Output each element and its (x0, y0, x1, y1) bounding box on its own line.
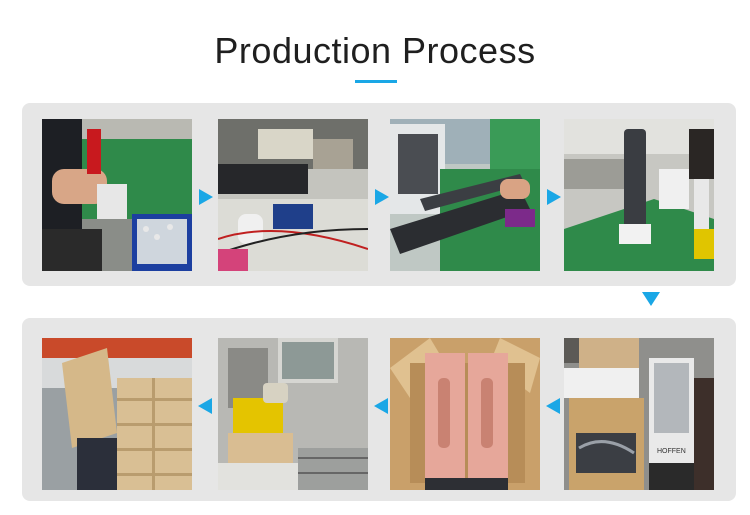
step-photo-sealing (218, 338, 368, 490)
step-photo-boxing: HOFFEN (564, 338, 714, 490)
step-photo-assembly-drilling (42, 119, 192, 271)
process-row-2: HOFFEN (22, 318, 736, 501)
arrow-right-icon (199, 189, 213, 205)
title-underline (355, 80, 397, 83)
arrow-left-icon (374, 398, 388, 414)
arrow-down-icon (642, 292, 660, 306)
photo-box-label: HOFFEN (657, 448, 686, 455)
step-photo-cartoning (390, 338, 540, 490)
arrow-right-icon (547, 189, 561, 205)
step-photo-packing-film (390, 119, 540, 271)
arrow-left-icon (198, 398, 212, 414)
arrow-left-icon (546, 398, 560, 414)
page-title: Production Process (214, 30, 536, 71)
process-row-1 (22, 103, 736, 286)
step-photo-wiring (218, 119, 368, 271)
arrow-right-icon (375, 189, 389, 205)
step-photo-conveyor-test (564, 119, 714, 271)
step-photo-warehouse (42, 338, 192, 490)
